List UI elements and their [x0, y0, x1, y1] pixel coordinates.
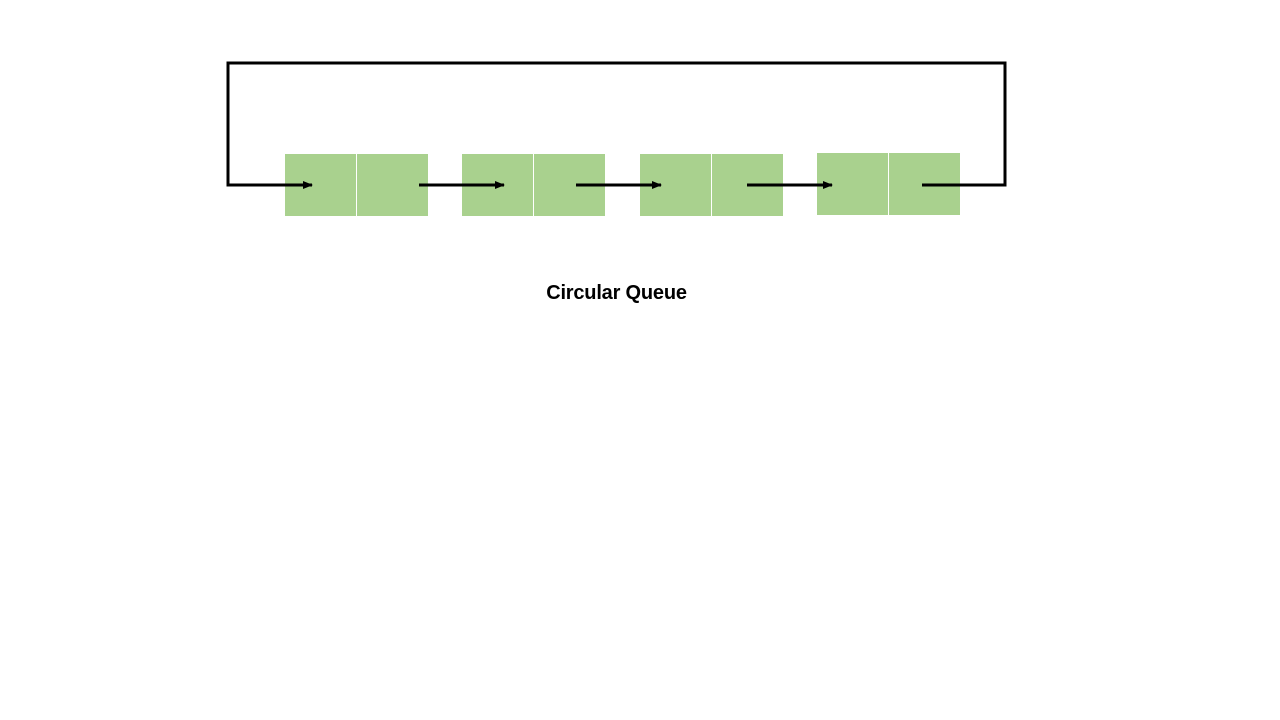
queue-node-1: [285, 154, 428, 216]
wrap-around-connector: [226, 61, 1007, 189]
node-1-pointer-cell: [357, 154, 428, 216]
diagram-caption: Circular Queue: [546, 282, 687, 304]
